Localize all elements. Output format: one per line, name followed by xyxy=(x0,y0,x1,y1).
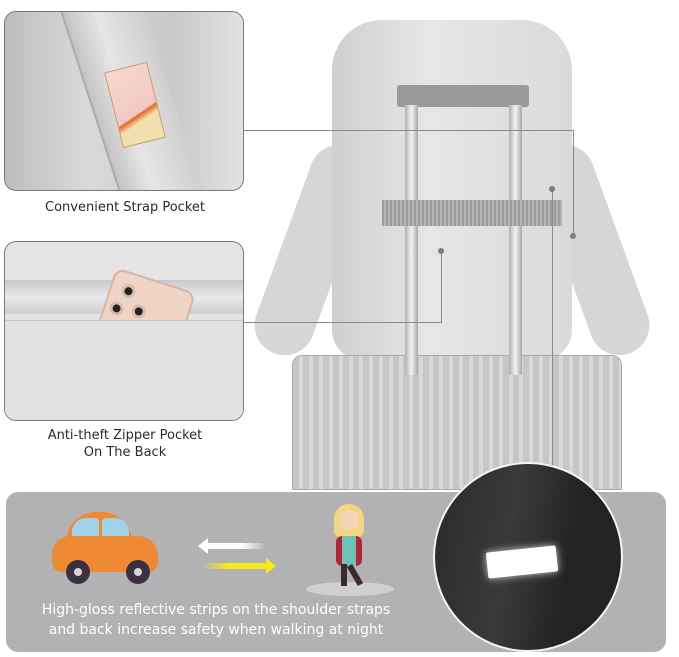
trolley-rod-right xyxy=(509,105,522,375)
banner-caption-line1: High-gloss reflective strips on the shou… xyxy=(41,602,391,618)
callout-line-strap xyxy=(244,130,574,131)
banner-caption: High-gloss reflective strips on the shou… xyxy=(16,600,416,640)
trolley-rod-left xyxy=(405,105,418,375)
car-icon xyxy=(52,512,162,584)
callout-line-reflective xyxy=(552,190,553,490)
reflective-strip xyxy=(485,545,559,579)
arrow-right-icon xyxy=(202,558,276,574)
callout-line-pocket-vertical xyxy=(441,252,442,322)
backpack-on-suitcase-image xyxy=(246,0,672,490)
banner-caption-line2: and back increase safety when walking at… xyxy=(48,622,384,638)
callout-line-pocket xyxy=(244,322,442,323)
luggage-strap xyxy=(382,200,562,226)
trolley-handle xyxy=(397,85,529,107)
ground-shadow xyxy=(306,582,394,596)
callout-dot-reflective xyxy=(549,186,555,192)
suitcase xyxy=(292,355,622,490)
backpack-body xyxy=(332,20,572,360)
callout-line-strap-vertical xyxy=(573,130,574,236)
zipper-caption-line1: Anti-theft Zipper Pocket xyxy=(47,428,203,443)
arrow-left-icon xyxy=(198,538,266,554)
child-walking-icon xyxy=(326,504,376,594)
reflective-strip-closeup xyxy=(433,462,623,652)
strap-pocket-caption: Convenient Strap Pocket xyxy=(45,200,205,215)
callout-dot-strap xyxy=(570,233,576,239)
pocket-flap xyxy=(5,320,243,420)
strap-pocket-image xyxy=(4,11,244,191)
zipper-pocket-image xyxy=(4,241,244,421)
zipper-caption-line2: On The Back xyxy=(83,445,167,460)
zipper-pocket-caption: Anti-theft Zipper Pocket On The Back xyxy=(0,427,250,461)
callout-dot-pocket xyxy=(438,248,444,254)
